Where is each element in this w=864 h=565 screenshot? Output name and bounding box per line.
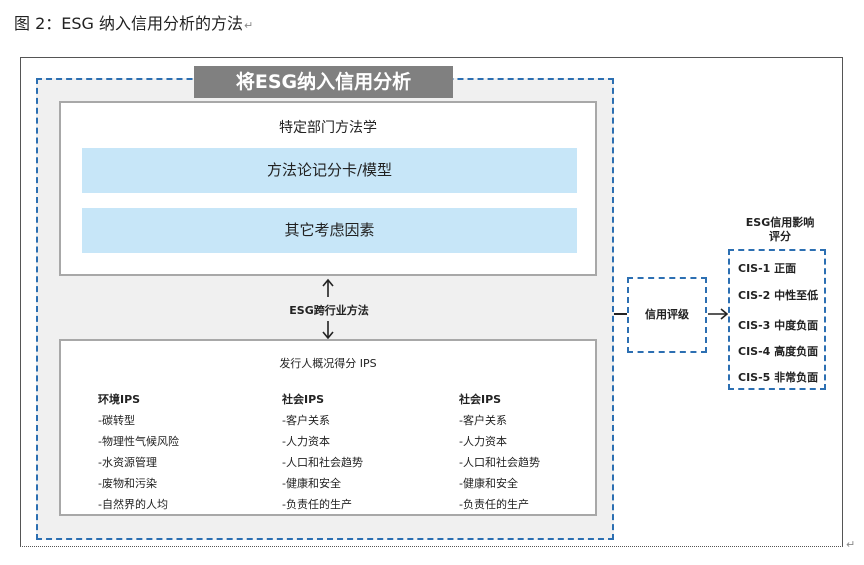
- cis-item: CIS-4 高度负面: [738, 345, 819, 358]
- arrow-right-icon: [708, 308, 729, 320]
- cis-title-line: ESG信用影响: [745, 216, 815, 229]
- credit-rating-box: 信用评级: [627, 277, 707, 353]
- column-header: 社会IPS: [459, 393, 502, 406]
- social-ips-column: 社会IPS -客户关系 -人力资本 -人口和社会趋势 -健康和安全 -负责任的生…: [282, 389, 363, 515]
- list-item: -健康和安全: [282, 477, 341, 490]
- title-banner: 将ESG纳入信用分析: [194, 66, 453, 98]
- list-item: -人力资本: [282, 435, 330, 448]
- frame-bottom-border: [20, 546, 843, 547]
- list-item: -人口和社会趋势: [459, 456, 540, 469]
- cis-item: CIS-5 非常负面: [738, 371, 819, 384]
- list-item: -客户关系: [459, 414, 507, 427]
- cross-sector-label: ESG跨行业方法: [289, 304, 369, 317]
- issuer-profile-title: 发行人概况得分 IPS: [279, 357, 377, 370]
- list-item: -碳转型: [98, 414, 135, 427]
- list-item: -负责任的生产: [282, 498, 352, 511]
- arrow-up-icon: [322, 278, 334, 297]
- caption-text: 图 2：ESG 纳入信用分析的方法: [14, 14, 244, 33]
- list-item: -废物和污染: [98, 477, 157, 490]
- column-header: 社会IPS: [282, 393, 325, 406]
- social-ips-column-2: 社会IPS -客户关系 -人力资本 -人口和社会趋势 -健康和安全 -负责任的生…: [459, 389, 540, 515]
- list-item: -健康和安全: [459, 477, 518, 490]
- cis-title: ESG信用影响 评分: [730, 216, 830, 244]
- list-item: -人力资本: [459, 435, 507, 448]
- list-item: -自然界的人均: [98, 498, 168, 511]
- sector-methodology-panel: 特定部门方法学 方法论记分卡/模型 其它考虑因素: [59, 101, 597, 276]
- cis-item: CIS-2 中性至低: [738, 289, 819, 302]
- list-item: -物理性气候风险: [98, 435, 179, 448]
- column-header: 环境IPS: [98, 393, 141, 406]
- other-considerations-bar: 其它考虑因素: [82, 208, 577, 253]
- cis-item: CIS-1 正面: [738, 262, 797, 275]
- sector-methodology-title: 特定部门方法学: [279, 120, 377, 136]
- scorecard-model-bar: 方法论记分卡/模型: [82, 148, 577, 193]
- issuer-profile-panel: 发行人概况得分 IPS 环境IPS -碳转型 -物理性气候风险 -水资源管理 -…: [59, 339, 597, 516]
- environmental-ips-column: 环境IPS -碳转型 -物理性气候风险 -水资源管理 -废物和污染 -自然界的人…: [98, 389, 179, 515]
- cis-title-line: 评分: [769, 230, 791, 243]
- list-item: -客户关系: [282, 414, 330, 427]
- cis-score-box: CIS-1 正面 CIS-2 中性至低 CIS-3 中度负面 CIS-4 高度负…: [728, 249, 826, 390]
- list-item: -负责任的生产: [459, 498, 529, 511]
- list-item: -人口和社会趋势: [282, 456, 363, 469]
- end-paragraph-mark: ↵: [846, 538, 856, 551]
- arrow-down-icon: [322, 321, 334, 340]
- cis-item: CIS-3 中度负面: [738, 319, 819, 332]
- figure-caption: 图 2：ESG 纳入信用分析的方法↵: [14, 10, 253, 34]
- list-item: -水资源管理: [98, 456, 157, 469]
- paragraph-mark: ↵: [244, 19, 254, 32]
- connector-line: [614, 313, 628, 315]
